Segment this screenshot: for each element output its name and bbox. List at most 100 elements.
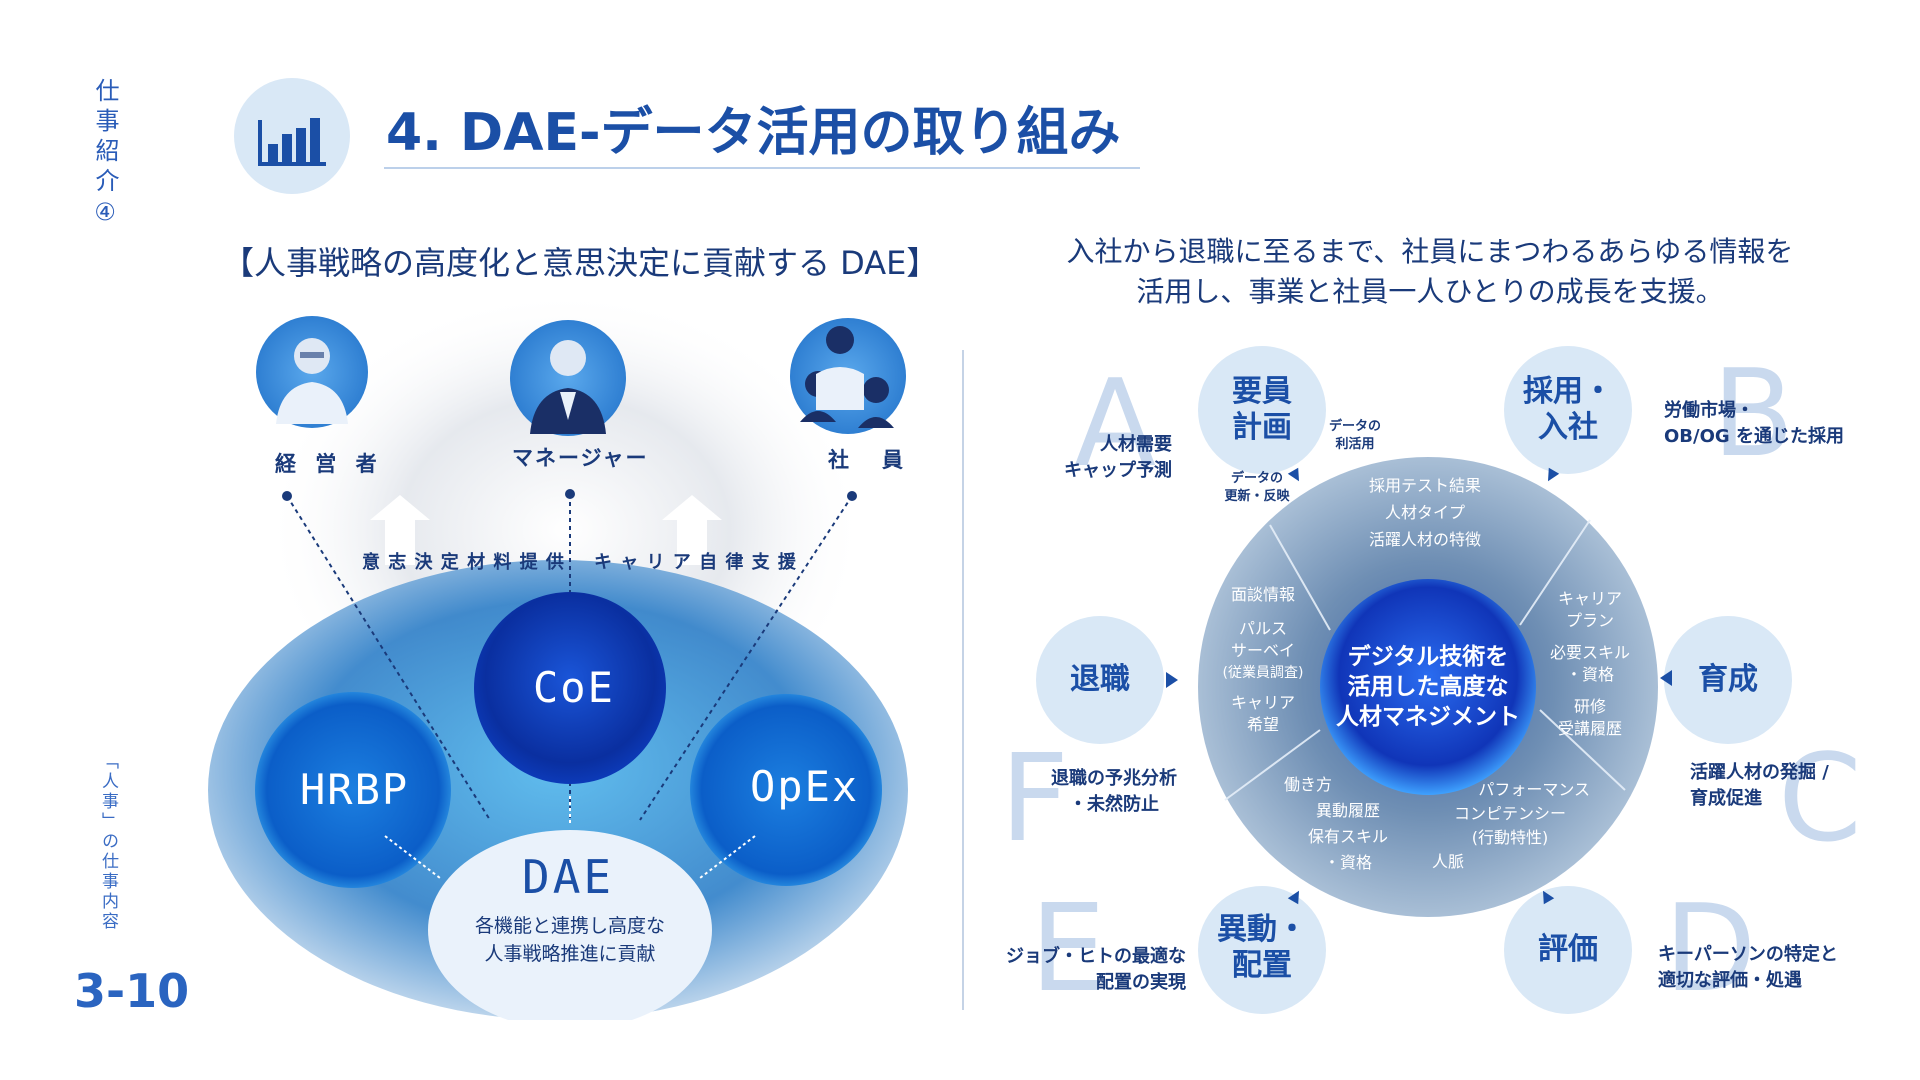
ring-left-item: キャリア [1230,693,1295,712]
title-underline [384,167,1140,169]
note-e-line2: 配置の実現 [1096,972,1186,993]
ring-left-item: (従業員調査) [1222,665,1304,681]
executive-avatar [256,316,368,428]
core-circle [1320,579,1536,795]
data-update-line2: 更新・反映 [1224,489,1290,504]
right-subtitle-line2: 活用し、事業と社員一人ひとりの成長を支援。 [1136,275,1724,308]
data-use-label: データの 利活用 [1320,418,1390,454]
center-line: 人材マネジメント [1336,704,1520,730]
ring-bottom-right-group: パフォーマンス コンピテンシー (行動特性) 人脈 [1430,778,1590,874]
node-a-disc [1198,346,1326,474]
node-b-label: 採用・ 入社 [1508,374,1628,446]
role-employee: 社 員 [828,448,909,472]
ring-bottom-left-item: ・資格 [1323,853,1372,872]
node-d-label: 評価 [1508,932,1628,968]
ring-bottom-right-item: コンピテンシー [1453,804,1566,823]
dae-description: 各機能と連携し高度な 人事戦略推進に貢献 [450,912,690,968]
ring-right-item: プラン [1565,611,1614,630]
data-update-line1: データの [1230,471,1283,486]
page-title: 4. DAE-データ活用の取り組み [386,103,1121,163]
note-c-line1: 活躍人材の発掘 / [1690,762,1829,783]
ring-bottom-right-item: パフォーマンス [1478,780,1590,799]
dae-title: DAE [522,850,615,904]
node-c-disc [1664,616,1792,744]
data-update-label: データの 更新・反映 [1212,470,1302,506]
dae-desc-line1: 各機能と連携し高度な [474,915,665,937]
right-subtitle-line1: 入社から退職に至るまで、社員にまつわるあらゆる情報を [1066,235,1794,268]
ring-left-item: パルス [1238,619,1287,638]
role-manager: マネージャー [512,446,649,470]
dae-organization-diagram [200,290,940,1030]
node-f-label-line1: 退職 [1070,662,1130,697]
note-d-line1: キーパーソンの特定と [1658,944,1838,965]
right-subtitle: 入社から退職に至るまで、社員にまつわるあらゆる情報を 活用し、事業と社員一人ひと… [1030,232,1830,312]
ring-bottom-left-item: 保有スキル [1307,827,1388,846]
letter-b: B [1712,345,1795,484]
node-b-disc [1504,346,1632,474]
note-d-line2: 適切な評価・処遇 [1658,970,1802,991]
bar-chart-icon [234,78,350,194]
hrbp-label: HRBP [300,765,410,814]
flow-career-support: キ ャ リ ア 自 律 支 援 [594,552,797,573]
upward-arrow-left-icon [370,495,430,565]
coe-bubble [474,592,666,784]
note-d: キーパーソンの特定と 適切な評価・処遇 [1658,942,1838,994]
node-a-label-line1: 要員 [1232,374,1292,409]
node-a-label: 要員 計画 [1202,374,1322,446]
node-b-label-line2: 入社 [1538,410,1598,445]
node-c-label: 育成 [1668,662,1788,698]
center-line: デジタル技術を [1347,644,1509,670]
role-executive: 経 営 者 [275,452,383,476]
node-e-label-line2: 配置 [1232,948,1292,983]
employees-avatar [790,318,906,434]
note-f-line1: 退職の予兆分析 [1051,768,1177,789]
note-c: 活躍人材の発掘 / 育成促進 [1690,760,1829,812]
letter-e: E [1030,880,1106,1019]
coe-label: CoE [533,663,615,712]
ring-left-item: サーベイ [1230,641,1295,660]
node-e-label: 異動・ 配置 [1202,912,1322,984]
vertical-divider [962,350,964,1010]
ring-top-item: 活躍人材の特徴 [1368,530,1481,549]
opex-bubble [690,694,882,886]
ring-top-group: 採用テスト結果 人材タイプ 活躍人材の特徴 [1330,472,1520,553]
node-d-disc [1504,886,1632,1014]
ring-left-group: 面談情報 パルス サーベイ (従業員調査) キャリア 希望 [1198,584,1328,736]
upward-arrow-right-icon [662,495,722,565]
node-b-label-line1: 採用・ [1523,374,1613,409]
ring-right-item: 必要スキル [1549,643,1630,662]
note-b-line1: 労働市場・ [1664,400,1754,421]
note-a: 人材需要 キャップ予測 [1062,432,1172,484]
hr-lifecycle-diagram [1000,330,1900,1030]
note-e: ジョブ・ヒトの最適な 配置の実現 [1000,944,1186,996]
letter-a: A [1074,355,1157,494]
page-number: 3-10 [74,964,190,1018]
note-a-line2: キャップ予測 [1064,460,1172,481]
ring-right-item: キャリア [1557,589,1622,608]
left-subtitle: 【人事戦略の高度化と意思決定に貢献する DAE】 [222,244,939,282]
ring-left-item: 希望 [1246,715,1279,734]
center-line: 活用した高度な [1347,674,1509,700]
letter-d: D [1664,880,1757,1019]
ring-top-item: 人材タイプ [1384,503,1465,522]
ring-right-item: 研修 [1573,697,1606,716]
ring-right-item: ・資格 [1565,665,1614,684]
ring-top-item: 採用テスト結果 [1368,476,1481,495]
ring-left-item: 面談情報 [1230,585,1295,604]
node-f-disc [1036,616,1164,744]
outer-ellipse [208,560,908,1020]
ring-bottom-right-item: 人脈 [1432,852,1465,871]
ring-right-item: 受講履歴 [1557,719,1622,738]
note-a-line1: 人材需要 [1100,434,1172,455]
ring-right-group: キャリア プラン 必要スキル ・資格 研修 受講履歴 [1530,588,1650,740]
note-f-line2: ・未然防止 [1069,794,1159,815]
dae-desc-line2: 人事戦略推進に貢献 [484,943,656,965]
note-b: 労働市場・ OB/OG を通じた採用 [1664,398,1844,450]
data-use-line1: データの [1328,419,1381,434]
side-footer-label: 「人事」の仕事内容 [98,752,118,932]
node-a-label-line2: 計画 [1232,410,1292,445]
ring-bottom-left-item: 働き方 [1284,775,1333,794]
note-f: 退職の予兆分析 ・未然防止 [1042,766,1186,818]
hrbp-bubble [255,692,451,888]
manager-avatar [510,320,626,436]
